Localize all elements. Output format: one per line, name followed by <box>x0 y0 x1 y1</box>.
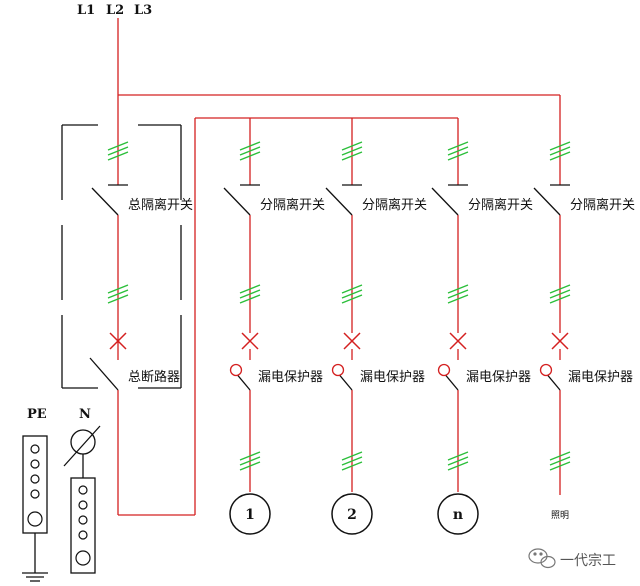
phase-labels: L1 L2 L3 <box>77 3 152 18</box>
branch-lighting-disconnector-label: 分隔离开关 <box>570 197 635 213</box>
main-phase-ticks <box>107 141 129 304</box>
watermark-text: 一代宗工 <box>560 553 616 569</box>
load-2-label: 2 <box>347 507 357 523</box>
ground-icon <box>22 533 48 582</box>
branch-n-rcd-label: 漏电保护器 <box>466 369 531 385</box>
watermark: 一代宗工 <box>528 548 616 569</box>
main-disconnector-label: 总隔离开关 <box>128 197 193 213</box>
load-n-circle <box>437 493 479 535</box>
wechat-icon <box>528 548 556 569</box>
phase-label-l2: L2 <box>106 3 124 18</box>
branch-lighting-rcd-label: 漏电保护器 <box>568 369 633 385</box>
pe-terminal-block: PE <box>22 407 48 582</box>
branch-2: 2 分隔离开关 漏电保护器 <box>325 141 427 535</box>
branch-lighting: 照明 分隔离开关 漏电保护器 <box>533 141 635 521</box>
branch-2-rcd-label: 漏电保护器 <box>360 369 425 385</box>
main-feed <box>117 18 561 516</box>
main-disconnector: 总隔离开关 <box>91 184 193 216</box>
branch-n: n 分隔离开关 漏电保护器 <box>431 141 533 535</box>
branch-n-disconnector-label: 分隔离开关 <box>468 197 533 213</box>
load-2-circle <box>331 493 373 535</box>
load-lighting-label: 照明 <box>551 510 569 521</box>
n-meter-icon <box>70 429 96 455</box>
load-n-label: n <box>453 507 463 523</box>
pe-label: PE <box>27 407 47 422</box>
main-enclosure <box>61 124 182 389</box>
load-1-circle <box>229 493 271 535</box>
n-label: N <box>79 407 91 422</box>
phase-label-l1: L1 <box>77 3 95 18</box>
branch-2-disconnector-label: 分隔离开关 <box>362 197 427 213</box>
branch-1-rcd-label: 漏电保护器 <box>258 369 323 385</box>
n-terminal-block: N <box>63 407 101 574</box>
branch-1: 1 分隔离开关 漏电保护器 <box>223 141 325 535</box>
load-1-label: 1 <box>245 507 255 523</box>
phase-label-l3: L3 <box>134 3 152 18</box>
main-breaker-label: 总断路器 <box>128 369 180 385</box>
main-breaker: 总断路器 <box>89 332 180 391</box>
branch-1-disconnector-label: 分隔离开关 <box>260 197 325 213</box>
